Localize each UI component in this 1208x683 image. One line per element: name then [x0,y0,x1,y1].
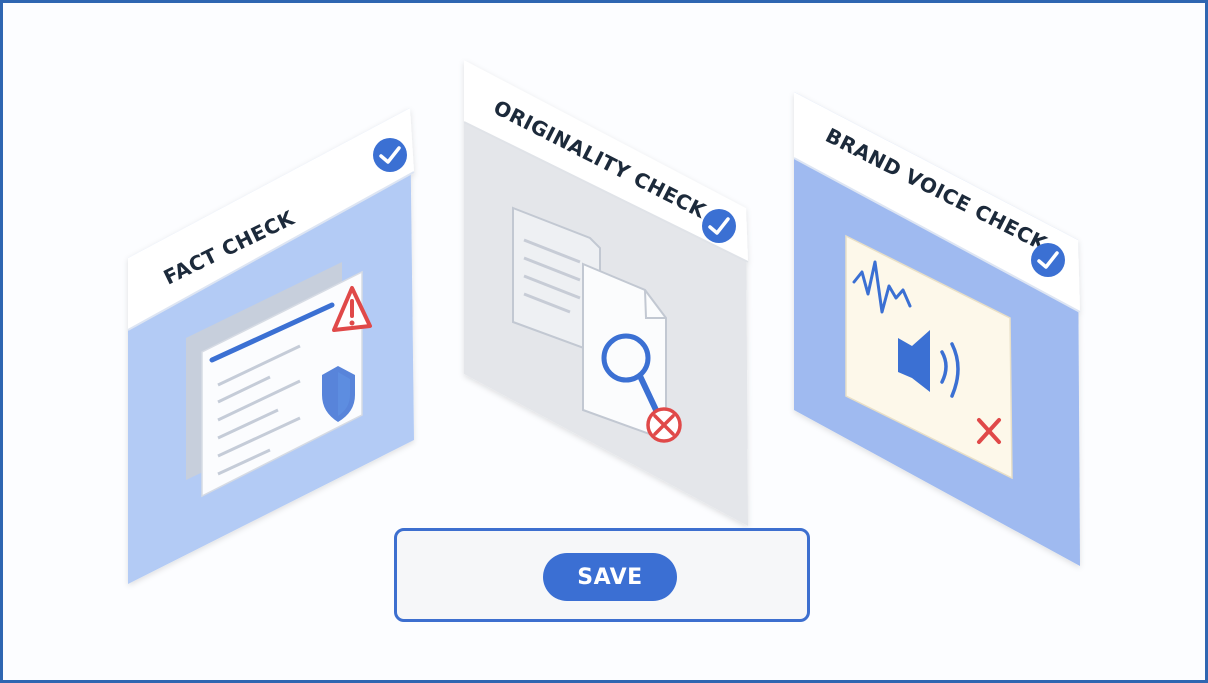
fact-check-card-header [128,108,414,330]
save-button[interactable]: SAVE [543,553,677,601]
originality-check-status-check-icon [702,209,736,243]
compared-document-illustration [582,262,667,442]
warning-triangle-icon [332,286,372,332]
brand-voice-check-card[interactable]: BRAND VOICE CHECK [793,92,1081,566]
speaker-icon [898,330,960,398]
shield-icon [322,366,355,422]
x-circle-icon [646,407,682,443]
waveform-icon [852,260,912,314]
save-panel: SAVE [394,528,810,622]
originality-check-card[interactable]: ORIGINALITY CHECK [463,60,749,526]
brand-voice-check-card-header [794,92,1080,312]
source-document-illustration [512,206,601,356]
x-mark-icon [977,418,1001,444]
fact-check-document-illustration [186,262,363,498]
fact-check-card[interactable]: FACT CHECK [127,108,415,584]
originality-check-card-header [464,60,748,262]
fact-check-status-check-icon [373,138,407,172]
brand-voice-check-status-check-icon [1031,243,1065,277]
magnifier-icon [601,333,659,413]
